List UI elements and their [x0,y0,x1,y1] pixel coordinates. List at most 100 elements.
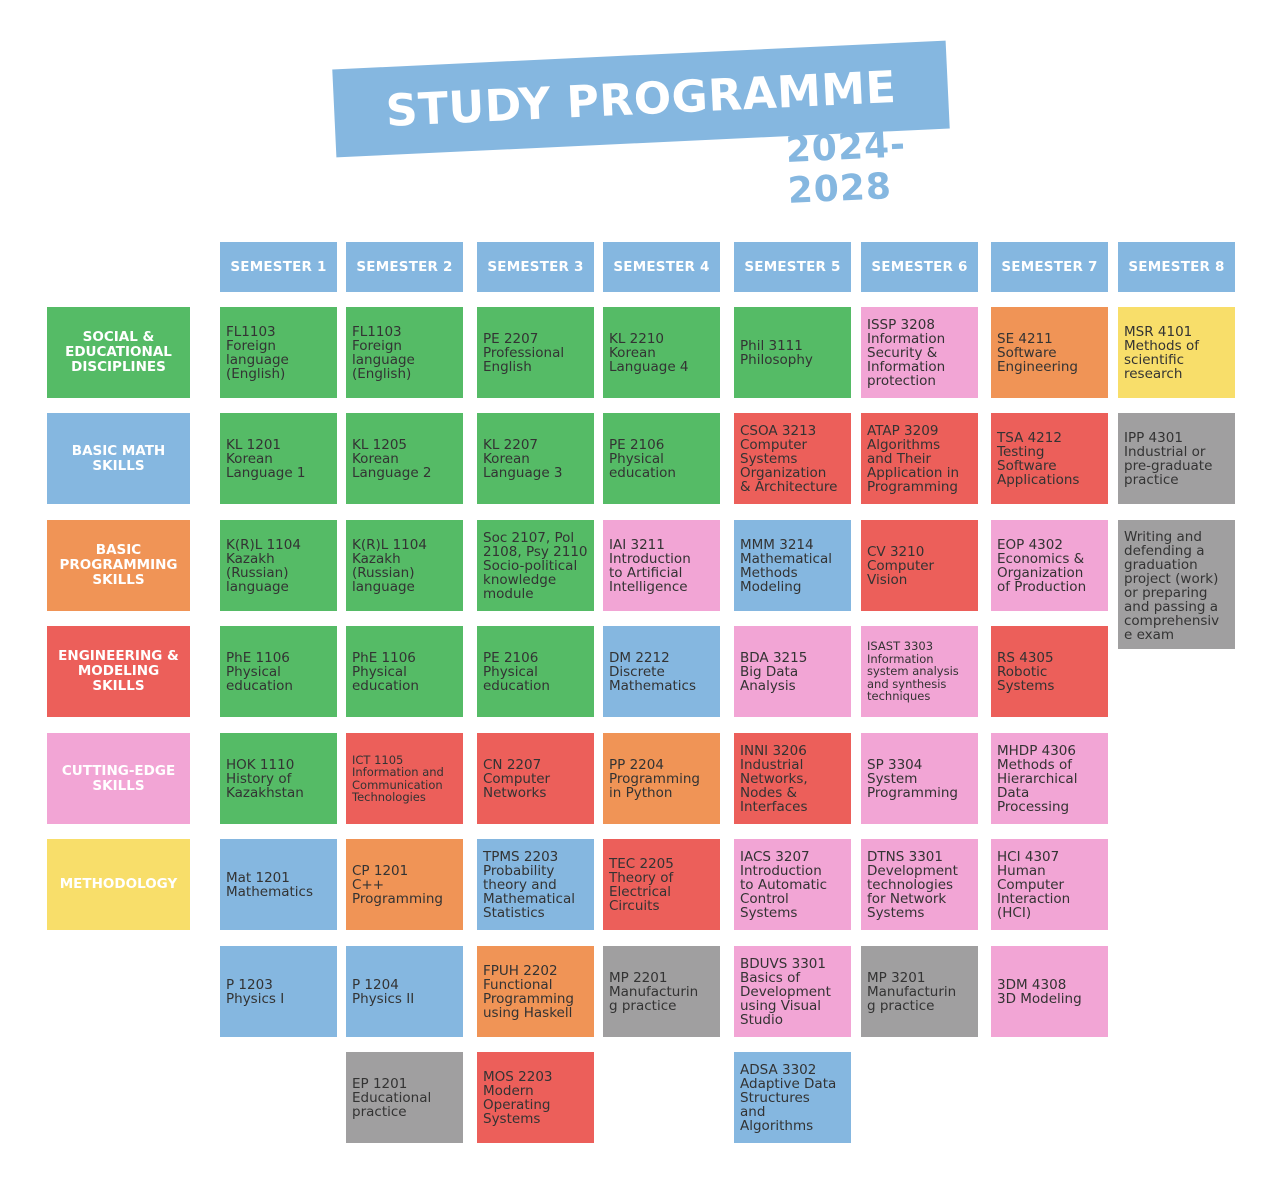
course-cell: Mat 1201 Mathematics [220,839,337,930]
course-text: PhE 1106 Physical education [226,649,293,694]
course-text: 3DM 4308 3D Modeling [997,976,1082,1007]
course-cell: P 1204 Physics II [346,946,463,1037]
course-cell: K(R)L 1104 Kazakh (Russian) language [346,520,463,611]
course-cell: IPP 4301 Industrial or pre-graduate prac… [1118,413,1235,504]
category-label: SOCIAL & EDUCATIONAL DISCIPLINES [47,307,190,398]
course-text: PE 2106 Physical education [483,649,550,694]
course-cell: HCI 4307 Human Computer Interaction (HCI… [991,839,1108,930]
course-cell: PP 2204 Programming in Python [603,733,720,824]
programme-years: 2024-2028 [784,124,907,212]
course-cell: EOP 4302 Economics & Organization of Pro… [991,520,1108,611]
course-cell: ISSP 3208 Information Security & Informa… [861,307,978,398]
course-text: K(R)L 1104 Kazakh (Russian) language [352,536,427,595]
course-cell: PhE 1106 Physical education [220,626,337,717]
course-cell: Writing and defending a graduation proje… [1118,520,1235,649]
course-cell: TEC 2205 Theory of Electrical Circuits [603,839,720,930]
course-text: EOP 4302 Economics & Organization of Pro… [997,536,1087,595]
course-text: Writing and defending a graduation proje… [1124,529,1220,643]
course-cell: SE 4211 Software Engineering [991,307,1108,398]
course-text: RS 4305 Robotic Systems [997,649,1055,694]
course-text: MMM 3214 Mathematical Methods Modeling [740,536,832,595]
course-cell: MSR 4101 Methods of scientific research [1118,307,1235,398]
course-cell: PE 2106 Physical education [603,413,720,504]
course-text: IACS 3207 Introduction to Automatic Cont… [740,848,828,921]
course-text: HOK 1110 History of Kazakhstan [226,756,304,801]
course-text: IPP 4301 Industrial or pre-graduate prac… [1124,429,1213,488]
course-cell: ATAP 3209 Algorithms and Their Applicati… [861,413,978,504]
semester-header-6: SEMESTER 6 [861,242,978,292]
course-text: CV 3210 Computer Vision [867,543,935,588]
course-text: KL 2207 Korean Language 3 [483,436,563,481]
course-cell: KL 1201 Korean Language 1 [220,413,337,504]
semester-header-8: SEMESTER 8 [1118,242,1235,292]
course-text: KL 1205 Korean Language 2 [352,436,432,481]
course-cell: KL 2207 Korean Language 3 [477,413,594,504]
course-text: PE 2106 Physical education [609,436,676,481]
course-text: PhE 1106 Physical education [352,649,419,694]
category-label: METHODOLOGY [47,839,190,930]
semester-header-1: SEMESTER 1 [220,242,337,292]
course-text: CN 2207 Computer Networks [483,756,551,801]
course-text: Soc 2107, Pol 2108, Psy 2110 Socio-polit… [483,529,588,602]
semester-header-7: SEMESTER 7 [991,242,1108,292]
course-text: ISAST 3303 Information system analysis a… [867,639,959,704]
course-cell: TSA 4212 Testing Software Applications [991,413,1108,504]
course-cell: DTNS 3301 Development technologies for N… [861,839,978,930]
course-text: EP 1201 Educational practice [352,1075,432,1120]
course-cell: RS 4305 Robotic Systems [991,626,1108,717]
course-text: PP 2204 Programming in Python [609,756,700,801]
course-text: TPMS 2203 Probability theory and Mathema… [483,848,575,921]
course-text: INNI 3206 Industrial Networks, Nodes & I… [740,742,808,815]
course-cell: CV 3210 Computer Vision [861,520,978,611]
semester-header-4: SEMESTER 4 [603,242,720,292]
course-cell: MOS 2203 Modern Operating Systems [477,1052,594,1143]
course-text: Phil 3111 Philosophy [740,337,813,368]
course-cell: MMM 3214 Mathematical Methods Modeling [734,520,851,611]
semester-header-3: SEMESTER 3 [477,242,594,292]
semester-header-2: SEMESTER 2 [346,242,463,292]
course-cell: TPMS 2203 Probability theory and Mathema… [477,839,594,930]
course-text: K(R)L 1104 Kazakh (Russian) language [226,536,301,595]
course-cell: FL1103 Foreign language (English) [220,307,337,398]
course-cell: HOK 1110 History of Kazakhstan [220,733,337,824]
course-text: ISSP 3208 Information Security & Informa… [867,316,946,389]
course-text: PE 2207 Professional English [483,330,565,375]
course-text: Mat 1201 Mathematics [226,869,313,900]
course-cell: Soc 2107, Pol 2108, Psy 2110 Socio-polit… [477,520,594,611]
course-cell: SP 3304 System Programming [861,733,978,824]
course-text: HCI 4307 Human Computer Interaction (HCI… [997,848,1071,921]
course-cell: PE 2207 Professional English [477,307,594,398]
course-cell: CN 2207 Computer Networks [477,733,594,824]
course-text: BDA 3215 Big Data Analysis [740,649,808,694]
course-text: KL 1201 Korean Language 1 [226,436,306,481]
course-cell: MHDP 4306 Methods of Hierarchical Data P… [991,733,1108,824]
course-text: SE 4211 Software Engineering [997,330,1078,375]
course-cell: CP 1201 C++ Programming [346,839,463,930]
course-text: CP 1201 C++ Programming [352,862,443,907]
course-cell: Phil 3111 Philosophy [734,307,851,398]
course-text: FPUH 2202 Functional Programming using H… [483,962,574,1021]
course-text: ADSA 3302 Adaptive Data Structures and A… [740,1061,837,1134]
course-cell: ADSA 3302 Adaptive Data Structures and A… [734,1052,851,1143]
course-text: DTNS 3301 Development technologies for N… [867,848,958,921]
course-text: MHDP 4306 Methods of Hierarchical Data P… [997,742,1078,815]
course-text: TEC 2205 Theory of Electrical Circuits [609,855,674,914]
course-text: SP 3304 System Programming [867,756,958,801]
category-label: ENGINEERING & MODELING SKILLS [47,626,190,717]
course-text: BDUVS 3301 Basics of Development using V… [740,955,831,1028]
category-label: BASIC MATH SKILLS [47,413,190,504]
course-text: DM 2212 Discrete Mathematics [609,649,696,694]
course-text: ATAP 3209 Algorithms and Their Applicati… [867,422,960,495]
course-cell: P 1203 Physics I [220,946,337,1037]
course-cell: FL1103 Foreign language (English) [346,307,463,398]
course-text: MP 2201 Manufacturin g practice [609,969,699,1014]
course-cell: KL 2210 Korean Language 4 [603,307,720,398]
course-cell: CSOA 3213 Computer Systems Organization … [734,413,851,504]
course-cell: BDUVS 3301 Basics of Development using V… [734,946,851,1037]
course-cell: IACS 3207 Introduction to Automatic Cont… [734,839,851,930]
course-cell: 3DM 4308 3D Modeling [991,946,1108,1037]
course-cell: MP 3201 Manufacturin g practice [861,946,978,1037]
course-cell: ICT 1105 Information and Communication T… [346,733,463,824]
course-text: KL 2210 Korean Language 4 [609,330,689,375]
course-text: IAI 3211 Introduction to Artificial Inte… [609,536,691,595]
